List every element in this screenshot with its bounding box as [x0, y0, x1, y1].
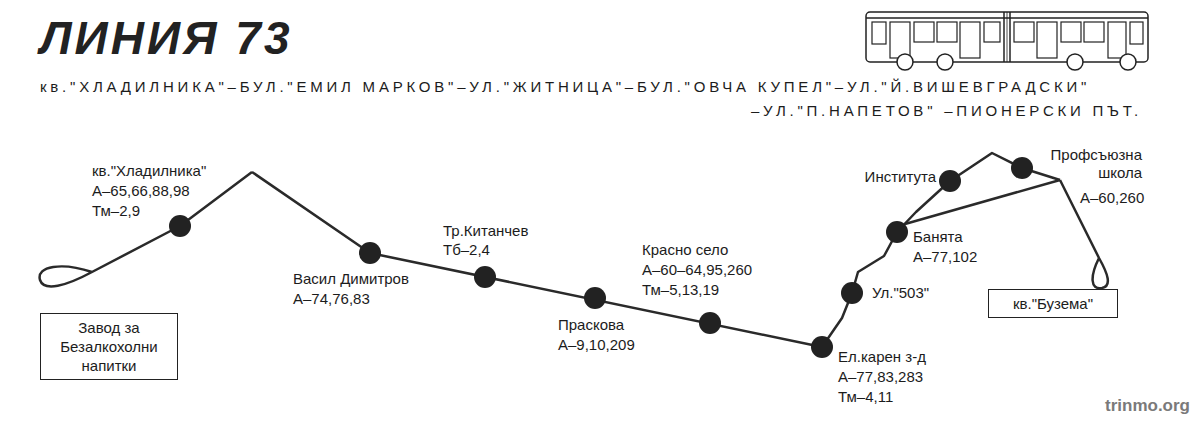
stop-name: Института [865, 168, 936, 186]
bus-lines: А–60,260 [1080, 189, 1144, 207]
bus-lines: А–60–64,95,260 [642, 261, 752, 279]
bus-lines: А–74,76,83 [293, 290, 370, 308]
bus-lines: А–77,83,283 [838, 368, 923, 386]
stop-name: Тр.Китанчев [443, 222, 528, 240]
stop-name: Ул."503" [872, 284, 929, 302]
map-title: ЛИНИЯ 73 [40, 12, 292, 64]
terminus-box: Завод за Безалкохолни напитки [40, 313, 178, 380]
stop-name: Банята [913, 228, 963, 246]
terminus-box: кв."Бузема" [988, 289, 1118, 318]
stop-name: Ел.карен з-д [838, 348, 926, 366]
route-streets: –УЛ."П.НАПЕТОВ" –ПИОНЕРСКИ ПЪТ. [751, 102, 1142, 120]
tram-lines: Тм–4,11 [838, 388, 893, 406]
bus-lines: А–77,102 [913, 248, 977, 266]
route-line [40, 153, 1108, 347]
stop-name: Васил Димитров [293, 270, 409, 288]
stop-name: кв."Хладилника" [92, 162, 206, 180]
bus-lines: А–65,66,88,98 [92, 182, 190, 200]
route-streets: кв."ХЛАДИЛНИКА"–БУЛ."ЕМИЛ МАРКОВ"–УЛ."ЖИ… [40, 78, 1090, 96]
watermark: trinmo.org [1105, 396, 1190, 416]
trolley-lines: Тб–2,4 [443, 241, 490, 259]
terminus-name: кв."Бузема" [995, 294, 1111, 313]
stop-name: Красно село [642, 241, 728, 259]
terminus-name: Завод за Безалкохолни напитки [47, 318, 171, 375]
stop-name: Праскова [558, 316, 624, 334]
tram-lines: Тм–2,9 [92, 202, 140, 220]
bus-lines: А–9,10,209 [558, 336, 635, 354]
tram-lines: Тм–5,13,19 [642, 281, 719, 299]
stop-marker [169, 157, 1033, 358]
stop-name: Профсъюзна школа [1034, 146, 1142, 182]
bus-illustration [866, 12, 1148, 70]
